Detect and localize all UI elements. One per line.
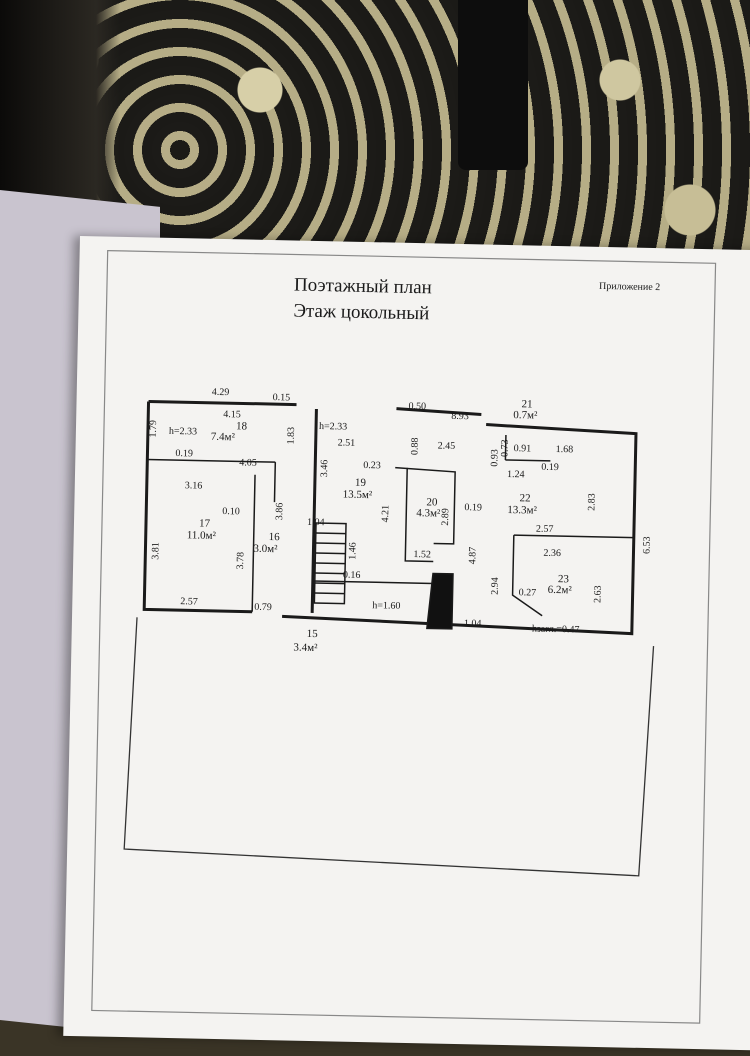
dim-3-86: 3.86 bbox=[274, 503, 285, 521]
floor-plan-drawing: Поэтажный план Этаж цокольный Приложение… bbox=[91, 249, 717, 1024]
room-22-area: 13.3м² bbox=[507, 504, 537, 517]
room-16-number: 16 bbox=[269, 531, 281, 543]
dim-0-19-b: 0.19 bbox=[464, 502, 482, 513]
dim-4-29: 4.29 bbox=[212, 387, 230, 398]
dim-8-93: 8.93 bbox=[451, 411, 469, 422]
dim-0-50: 0.50 bbox=[408, 401, 426, 412]
room-20-number: 20 bbox=[426, 496, 438, 508]
dim-0-27: 0.27 bbox=[519, 587, 537, 598]
plan-subtitle: Этаж цокольный bbox=[293, 300, 429, 324]
dim-3-81: 3.81 bbox=[150, 542, 161, 560]
dim-h-2-33-a: h=2.33 bbox=[169, 426, 197, 438]
dim-1-83: 1.83 bbox=[286, 427, 297, 445]
room-22-number: 22 bbox=[519, 492, 530, 504]
room-15-number: 15 bbox=[307, 628, 319, 640]
dim-h-2-33-b: h=2.33 bbox=[319, 421, 347, 433]
dim-2-57-b: 2.57 bbox=[536, 524, 554, 535]
dim-0-15: 0.15 bbox=[273, 392, 291, 403]
dim-2-63: 2.63 bbox=[592, 585, 603, 603]
lower-outline bbox=[123, 617, 655, 877]
dim-2-45: 2.45 bbox=[438, 441, 456, 452]
dim-0-16: 0.16 bbox=[343, 570, 361, 581]
room-21-number: 21 bbox=[521, 398, 532, 410]
dim-0-23: 0.23 bbox=[363, 460, 381, 471]
outer-walls bbox=[142, 399, 638, 636]
dim-4-87: 4.87 bbox=[467, 547, 478, 565]
dim-4-15: 4.15 bbox=[223, 409, 241, 420]
room-18-number: 18 bbox=[236, 420, 248, 432]
dim-2-36: 2.36 bbox=[543, 548, 561, 559]
room-16-area: 3.0м² bbox=[253, 543, 278, 556]
room-17-number: 17 bbox=[199, 518, 211, 530]
dim-4-21: 4.21 bbox=[380, 505, 391, 523]
furniture-leg bbox=[458, 0, 528, 170]
dim-0-91: 0.91 bbox=[514, 443, 532, 454]
dim-2-94: 2.94 bbox=[490, 577, 501, 595]
dim-2-89: 2.89 bbox=[440, 508, 451, 526]
appendix-label: Приложение 2 bbox=[599, 281, 660, 293]
document-page: Поэтажный план Этаж цокольный Приложение… bbox=[63, 236, 750, 1051]
dim-h-zagl: hзагл.=0.47 bbox=[532, 624, 580, 636]
room-23-area: 6.2м² bbox=[548, 584, 573, 597]
room-20-area: 4.3м² bbox=[416, 507, 441, 520]
room-18-area: 7.4м² bbox=[211, 431, 236, 444]
dim-0-93: 0.93 bbox=[489, 449, 500, 467]
dim-0-19-c: 0.19 bbox=[541, 462, 559, 473]
room-19-area: 13.5м² bbox=[343, 489, 373, 502]
dim-1-79: 1.79 bbox=[148, 420, 159, 438]
dim-1-24: 1.24 bbox=[507, 469, 525, 480]
dim-4-05: 4.05 bbox=[239, 457, 257, 468]
inner-walls bbox=[147, 434, 634, 630]
dim-0-79: 0.79 bbox=[254, 602, 272, 613]
dim-0-19-a: 0.19 bbox=[175, 448, 193, 459]
dim-6-53: 6.53 bbox=[641, 536, 652, 554]
dim-1-52: 1.52 bbox=[413, 549, 431, 560]
dim-h-1-60: h=1.60 bbox=[372, 600, 400, 612]
plan-title: Поэтажный план bbox=[294, 274, 432, 298]
dim-2-83: 2.83 bbox=[586, 493, 597, 511]
dim-1-68: 1.68 bbox=[556, 444, 574, 455]
dim-1-04-a: 1.04 bbox=[307, 517, 325, 528]
dim-0-73: 0.73 bbox=[499, 439, 510, 457]
room-17-area: 11.0м² bbox=[187, 529, 217, 542]
room-19-number: 19 bbox=[355, 477, 367, 489]
room-23-number: 23 bbox=[558, 573, 570, 585]
dim-1-46: 1.46 bbox=[347, 542, 358, 560]
dim-0-10: 0.10 bbox=[222, 506, 240, 517]
dim-1-04-b: 1.04 bbox=[464, 618, 482, 629]
page-frame bbox=[91, 249, 717, 1024]
dim-3-16: 3.16 bbox=[185, 480, 203, 491]
dim-2-51: 2.51 bbox=[338, 437, 356, 448]
dim-3-78: 3.78 bbox=[235, 552, 246, 570]
dim-3-46: 3.46 bbox=[319, 460, 330, 478]
room-15-area: 3.4м² bbox=[293, 642, 318, 655]
room-21-area: 0.7м² bbox=[513, 409, 538, 422]
dim-2-57-a: 2.57 bbox=[180, 596, 198, 607]
dim-0-88: 0.88 bbox=[409, 437, 420, 455]
